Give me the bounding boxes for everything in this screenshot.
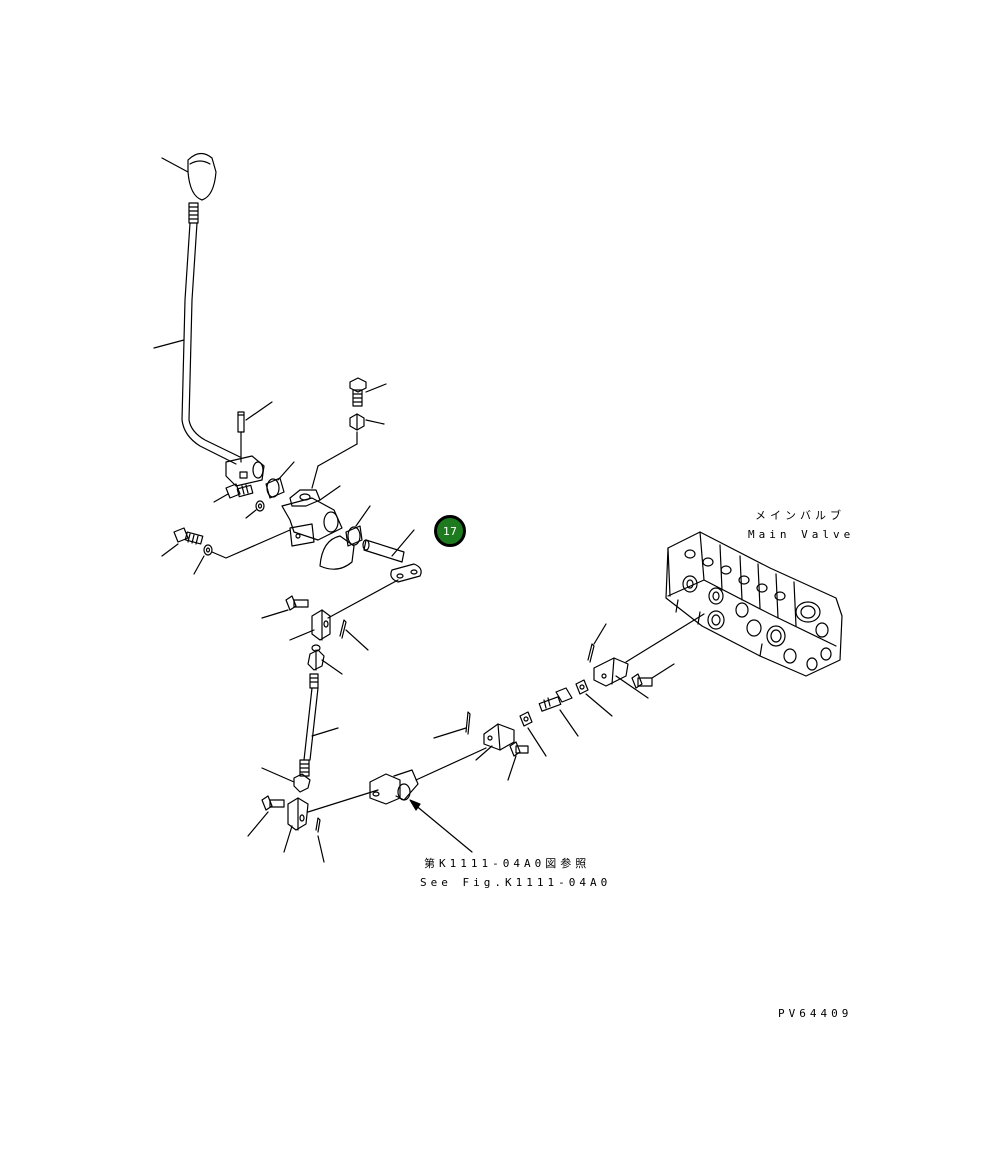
leader-line: [345, 629, 369, 651]
leader-line: [475, 745, 493, 761]
cover-plate: [319, 535, 355, 570]
bolt: [173, 527, 204, 545]
washer: [255, 500, 265, 512]
leader-line: [319, 485, 341, 501]
leader-line: [391, 529, 415, 557]
leader-line: [585, 693, 613, 717]
cotter-pin: [339, 619, 347, 639]
leader-line: [311, 465, 319, 489]
see-fig-label-jp: 第K1111-04A0図参照: [424, 857, 591, 870]
leader-line: [327, 579, 399, 619]
leader-line: [153, 339, 185, 349]
leader-line: [651, 663, 675, 679]
leader-line: [365, 383, 387, 393]
leader-line: [559, 709, 579, 737]
shaft-lever: [362, 539, 422, 583]
leader-line: [289, 629, 315, 641]
bolt: [285, 595, 309, 611]
leader-line: [307, 789, 379, 813]
leader-line: [193, 555, 205, 575]
callout-17[interactable]: 17: [434, 515, 466, 547]
nut: [349, 413, 365, 431]
leader-line: [261, 767, 295, 783]
bolt: [349, 377, 367, 407]
leader-line: [317, 443, 358, 467]
see-fig-label-en: See Fig.K1111-04A0: [420, 876, 612, 889]
leader-line: [317, 835, 325, 863]
main-valve-label-en: Main Valve: [748, 528, 855, 541]
leader-line: [355, 505, 371, 527]
leader-line: [161, 543, 179, 557]
leader-line: [277, 461, 295, 481]
leader-line: [213, 493, 229, 503]
bushing: [345, 525, 363, 547]
leader-line: [321, 659, 343, 675]
cotter-pin: [315, 817, 321, 833]
nut: [293, 773, 311, 793]
leader-line: [507, 755, 517, 781]
washer: [311, 644, 321, 652]
bolt: [261, 795, 285, 811]
nut: [575, 679, 589, 695]
lever-rod: [181, 202, 241, 465]
bushing: [265, 477, 285, 499]
cotter-pin: [465, 711, 471, 735]
leader-line: [615, 675, 649, 699]
lever-knob: [187, 152, 217, 201]
pin: [237, 411, 245, 463]
lever-bracket: [281, 489, 343, 547]
main-valve-label-jp: メインバルブ: [755, 509, 845, 522]
clevis: [311, 609, 331, 641]
leader-line: [161, 157, 189, 173]
leader-line: [527, 727, 547, 757]
figure-code: PV64409: [778, 1007, 853, 1020]
bolt: [631, 673, 653, 689]
leader-line: [593, 623, 607, 645]
leader-line: [283, 825, 293, 853]
push-rod: [299, 673, 319, 777]
leader-line: [625, 613, 705, 663]
bolt: [509, 741, 529, 757]
washer: [203, 544, 213, 556]
leader-line: [247, 811, 269, 837]
cotter-pin: [587, 643, 595, 663]
leader-line: [261, 609, 289, 619]
leader-line: [415, 747, 487, 781]
lever-socket: [225, 455, 265, 487]
nut: [519, 711, 533, 727]
nut: [307, 649, 325, 671]
bell-crank: [369, 769, 419, 805]
leader-line: [211, 529, 291, 559]
callout-number: 17: [443, 524, 457, 538]
leader-line: [413, 803, 473, 853]
leader-line: [311, 727, 339, 737]
bolt: [225, 483, 254, 499]
main-valve: [665, 531, 843, 677]
clevis: [593, 657, 629, 687]
leader-line: [365, 419, 385, 425]
adjuster: [538, 687, 573, 712]
clevis: [483, 723, 515, 751]
clevis: [287, 797, 309, 831]
leader-line: [245, 401, 273, 421]
leader-line: [245, 509, 257, 519]
arrow-head: [409, 799, 421, 811]
leader-line: [433, 727, 467, 739]
